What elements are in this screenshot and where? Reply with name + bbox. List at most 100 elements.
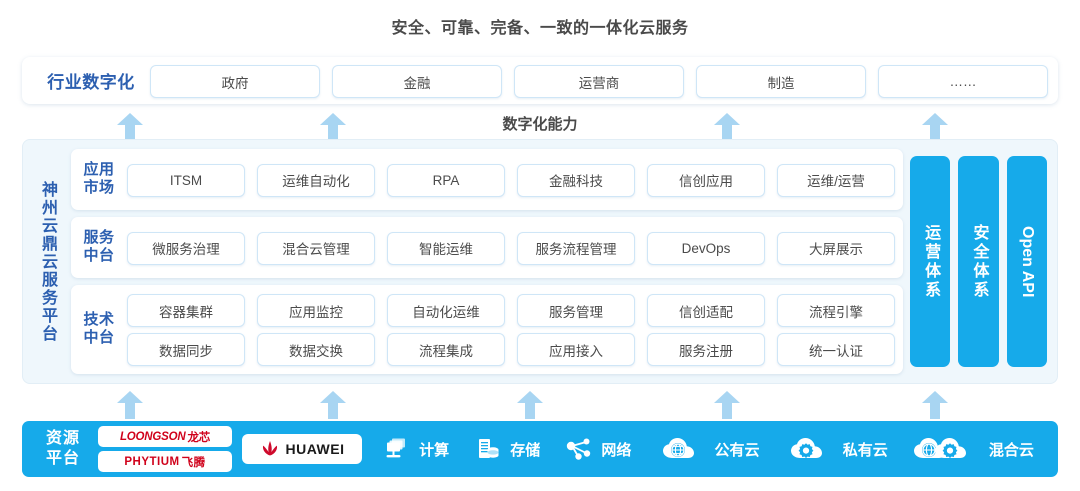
phytium-logo-en: PHYTIUM [124,455,180,468]
tech-item-automated-ops[interactable]: 自动化运维 [387,294,505,328]
platform-layers: 应用 市场 ITSM 运维自动化 RPA 金融科技 信创应用 运维/运营 [71,149,903,374]
app-item-itsm[interactable]: ITSM [127,163,245,197]
tech-item-unified-auth[interactable]: 统一认证 [777,333,895,367]
svc-item-devops[interactable]: DevOps [647,231,765,265]
resource-item-network-label: 网络 [601,441,632,459]
up-arrow-icon-9 [922,391,948,419]
huawei-logo[interactable]: HUAWEI [242,434,362,464]
layer-service-platform-row-1: 微服务治理 混合云管理 智能运维 服务流程管理 DevOps 大屏展示 [127,231,895,265]
resource-item-storage[interactable]: 存储 [473,436,540,462]
layer-app-market-label-line2: 市场 [83,179,115,197]
huawei-flower-icon [262,441,277,456]
resource-item-compute[interactable]: 计算 [382,436,449,462]
layer-service-platform-label: 服务 中台 [71,229,127,265]
phytium-logo-cn: 飞腾 [181,456,206,469]
tech-item-process-engine[interactable]: 流程引擎 [777,294,895,328]
layer-tech-platform-body: 容器集群 应用监控 自动化运维 服务管理 信创适配 流程引擎 数据同步 数据交换… [127,294,895,367]
app-item-rpa[interactable]: RPA [387,163,505,197]
up-arrow-icon-3 [714,113,740,141]
platform-vertical-bars: 运营体系 安全体系 Open API [910,149,1047,374]
tech-item-service-registration[interactable]: 服务注册 [647,333,765,367]
public-cloud-icon [656,436,708,462]
hybrid-cloud-icon [912,436,982,462]
resource-items: 计算 存储 [370,436,1046,462]
industry-item-more[interactable]: …… [878,65,1048,98]
app-item-ops-automation[interactable]: 运维自动化 [257,163,375,197]
vbar-security-system[interactable]: 安全体系 [958,156,999,367]
loongson-logo-cn: 龙芯 [187,431,211,444]
resource-item-public-cloud-label: 公有云 [714,441,760,459]
tech-item-data-sync[interactable]: 数据同步 [127,333,245,367]
layer-tech-platform: 技术 中台 容器集群 应用监控 自动化运维 服务管理 信创适配 流程引擎 数据同… [71,284,903,374]
tech-item-service-mgmt[interactable]: 服务管理 [517,294,635,328]
up-arrow-icon-1 [117,113,143,141]
industry-item-telecom[interactable]: 运营商 [514,65,684,98]
tech-item-process-integration[interactable]: 流程集成 [387,333,505,367]
tech-item-app-monitoring[interactable]: 应用监控 [257,294,375,328]
svc-item-intelligent-ops[interactable]: 智能运维 [387,231,505,265]
svc-item-service-process-mgmt[interactable]: 服务流程管理 [517,231,635,265]
industry-items: 政府 金融 运营商 制造 …… [150,65,1048,98]
platform-vertical-label-text: 神州云鼎云服务平台 [39,180,56,343]
resource-item-private-cloud[interactable]: 私有云 [784,436,888,462]
resource-item-storage-label: 存储 [510,441,541,459]
up-arrow-icon-7 [517,391,543,419]
industry-item-government[interactable]: 政府 [150,65,320,98]
industry-row-label: 行业数字化 [47,73,135,92]
platform-inner: 应用 市场 ITSM 运维自动化 RPA 金融科技 信创应用 运维/运营 [71,149,1047,374]
svc-item-microservice-governance[interactable]: 微服务治理 [127,231,245,265]
vbar-operations-system-label: 运营体系 [922,223,940,300]
vbar-open-api-label: Open API [1018,225,1036,298]
tech-item-xinchuang-adaptation[interactable]: 信创适配 [647,294,765,328]
layer-tech-platform-row-2: 数据同步 数据交换 流程集成 应用接入 服务注册 统一认证 [127,333,895,367]
cloud-service-platform: 神州云鼎云服务平台 应用 市场 ITSM 运维自动化 RPA 金融科技 信创应用… [22,139,1058,384]
resource-item-network[interactable]: 网络 [564,436,631,462]
network-icon [564,436,594,462]
resource-platform-label: 资源 平台 [34,429,92,469]
huawei-logo-text: HUAWEI [285,441,345,457]
resource-item-compute-label: 计算 [419,441,450,459]
resource-item-hybrid-cloud-label: 混合云 [988,441,1034,459]
vbar-security-system-label: 安全体系 [970,223,988,300]
layer-app-market-label: 应用 市场 [71,161,127,197]
tech-item-app-access[interactable]: 应用接入 [517,333,635,367]
up-arrow-icon-5 [117,391,143,419]
layer-service-platform-label-line2: 中台 [83,247,115,265]
up-arrow-icon-6 [320,391,346,419]
up-arrow-icon-8 [714,391,740,419]
industry-item-manufacturing[interactable]: 制造 [696,65,866,98]
tech-item-data-exchange[interactable]: 数据交换 [257,333,375,367]
storage-icon [473,436,503,462]
svc-item-dashboard[interactable]: 大屏展示 [777,231,895,265]
vbar-open-api[interactable]: Open API [1006,156,1047,367]
resource-item-public-cloud[interactable]: 公有云 [656,436,760,462]
svc-item-hybrid-cloud-mgmt[interactable]: 混合云管理 [257,231,375,265]
layer-tech-platform-label-line2: 中台 [83,329,115,347]
industry-item-finance[interactable]: 金融 [332,65,502,98]
layer-service-platform-body: 微服务治理 混合云管理 智能运维 服务流程管理 DevOps 大屏展示 [127,231,895,265]
app-item-fintech[interactable]: 金融科技 [517,163,635,197]
app-item-xinchuang-app[interactable]: 信创应用 [647,163,765,197]
layer-service-platform-label-line1: 服务 [83,229,115,247]
digital-capability-label: 数字化能力 [502,116,578,133]
industry-digitalization-row: 行业数字化 政府 金融 运营商 制造 …… [22,57,1058,104]
resource-item-private-cloud-label: 私有云 [842,441,888,459]
layer-tech-platform-label: 技术 中台 [71,311,127,347]
layer-app-market-label-line1: 应用 [83,161,115,179]
compute-icon [382,436,412,462]
layer-app-market: 应用 市场 ITSM 运维自动化 RPA 金融科技 信创应用 运维/运营 [71,149,903,210]
page-title: 安全、可靠、完备、一致的一体化云服务 [391,20,689,37]
platform-vertical-label: 神州云鼎云服务平台 [23,140,71,383]
layer-app-market-body: ITSM 运维自动化 RPA 金融科技 信创应用 运维/运营 [127,163,895,197]
layer-app-market-row-1: ITSM 运维自动化 RPA 金融科技 信创应用 运维/运营 [127,163,895,197]
resource-item-hybrid-cloud[interactable]: 混合云 [912,436,1034,462]
up-arrow-icon-4 [922,113,948,141]
vbar-operations-system[interactable]: 运营体系 [910,156,951,367]
app-item-ops-operations[interactable]: 运维/运营 [777,163,895,197]
layer-tech-platform-label-line1: 技术 [83,311,115,329]
tech-item-container-cluster[interactable]: 容器集群 [127,294,245,328]
